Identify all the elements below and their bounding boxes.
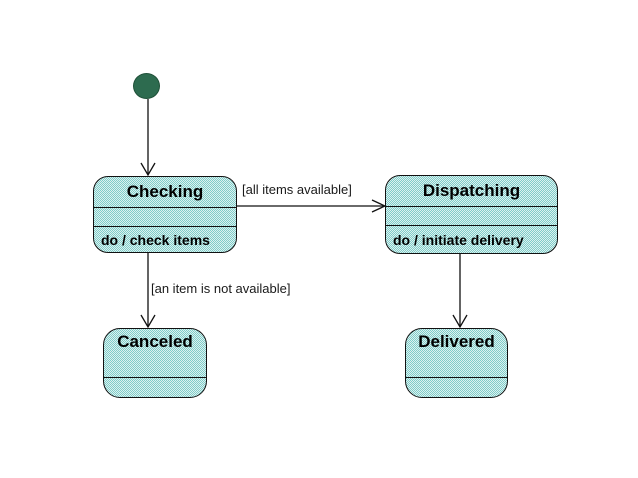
state-delivered: Delivered — [405, 328, 508, 398]
state-title: Checking — [94, 177, 236, 208]
state-title: Delivered — [406, 329, 507, 378]
transition-checking-to-dispatching — [237, 199, 387, 213]
state-compartment-empty — [94, 208, 236, 227]
state-compartment-empty — [104, 378, 206, 397]
initial-state-marker — [133, 73, 160, 99]
guard-label-all-items-available: [all items available] — [242, 182, 352, 197]
guard-label-item-not-available: [an item is not available] — [151, 281, 291, 296]
state-compartment-empty — [386, 207, 557, 226]
transition-dispatching-to-delivered — [452, 254, 468, 329]
transition-initial-to-checking — [140, 99, 156, 177]
arrowhead-checking-to-dispatching — [371, 199, 387, 213]
arrowhead-checking-to-canceled — [140, 314, 156, 329]
state-dispatching: Dispatching do / initiate delivery — [385, 175, 558, 254]
state-compartment-empty — [406, 378, 507, 397]
state-title: Dispatching — [386, 176, 557, 207]
arrowhead-initial-to-checking — [140, 162, 156, 177]
state-canceled: Canceled — [103, 328, 207, 398]
state-activity-label: do / check items — [101, 231, 210, 248]
arrowhead-dispatching-to-delivered — [452, 314, 468, 329]
state-checking: Checking do / check items — [93, 176, 237, 253]
state-title: Canceled — [104, 329, 206, 378]
state-activity-label: do / initiate delivery — [393, 231, 524, 248]
